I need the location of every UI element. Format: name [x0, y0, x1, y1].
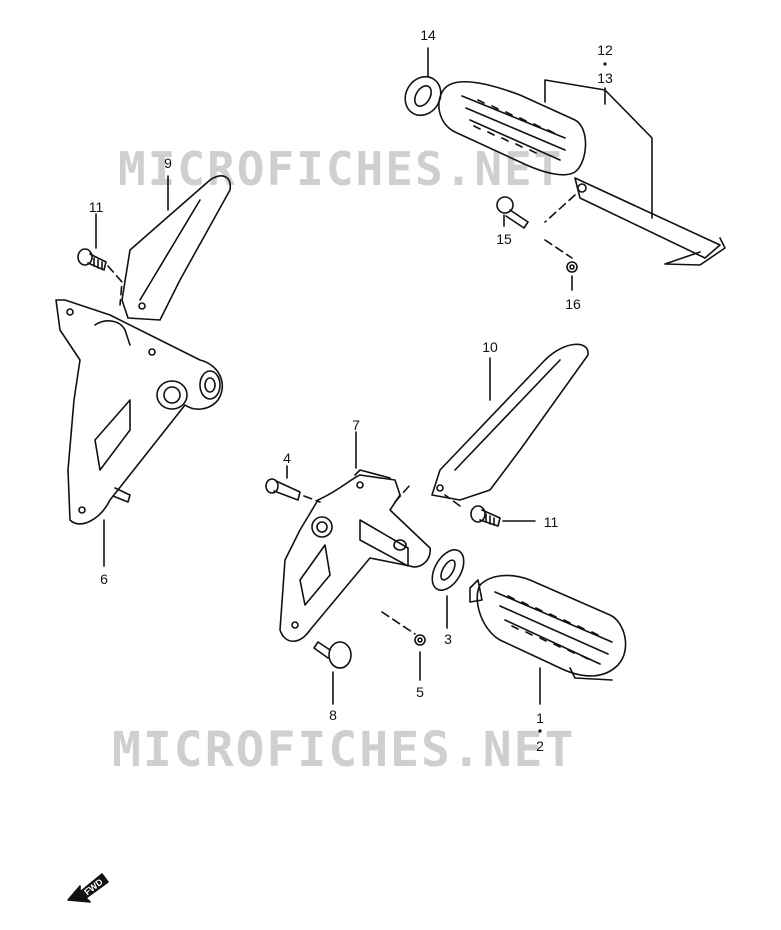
part-3-grommet	[431, 549, 465, 591]
callout-15: 15	[496, 231, 512, 247]
part-7-right-bracket	[279, 469, 431, 643]
dot-1-2	[538, 729, 542, 733]
fwd-arrow-icon	[67, 873, 109, 903]
callout-10: 10	[482, 339, 498, 355]
callout-4: 4	[283, 450, 291, 466]
dash-5	[381, 611, 416, 635]
callout-8: 8	[329, 707, 337, 723]
part-16-clip	[566, 261, 578, 273]
callout-2: 2	[536, 738, 544, 754]
callout-9: 9	[164, 155, 172, 171]
callout-5: 5	[416, 684, 424, 700]
callout-12: 12	[597, 42, 613, 58]
part-5-clip	[414, 634, 426, 646]
dash-7	[394, 484, 411, 503]
watermark-bottom: MICROFICHES.NET	[112, 722, 576, 778]
leader-12-13	[544, 79, 653, 219]
callout-1: 1	[536, 710, 544, 726]
dot-12-13	[603, 62, 607, 66]
callout-14: 14	[420, 27, 436, 43]
part-9-heel-guard	[121, 175, 232, 321]
dash-11-right	[444, 494, 461, 507]
callout-11-right: 11	[543, 514, 559, 530]
callout-7: 7	[352, 417, 360, 433]
callout-3: 3	[444, 631, 452, 647]
part-15-pin	[496, 196, 529, 229]
part-6-left-bracket	[55, 299, 224, 525]
callout-11-left: 11	[88, 199, 104, 215]
callout-13: 13	[597, 70, 613, 86]
part-11-bolt-left	[77, 248, 107, 271]
part-10-heel-guard	[431, 343, 589, 501]
dash-15	[544, 194, 576, 223]
part-1-2-front-footrest	[469, 574, 627, 681]
part-12-13-rear-footrest	[438, 81, 726, 266]
dash-16	[544, 239, 573, 259]
callout-6: 6	[100, 571, 108, 587]
part-14-grommet	[404, 75, 442, 117]
watermark-top: MICROFICHES.NET	[118, 142, 564, 196]
callout-16: 16	[565, 296, 581, 312]
dash-11-left	[107, 265, 123, 306]
part-8-pin	[313, 641, 352, 669]
part-4-bolt	[265, 478, 301, 501]
part-11-bolt-right	[470, 505, 501, 527]
